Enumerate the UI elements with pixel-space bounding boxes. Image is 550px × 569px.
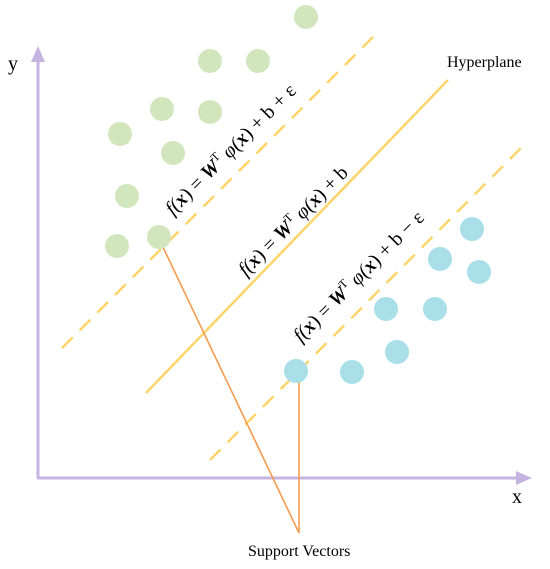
green-point: [105, 234, 129, 258]
x-axis-label: x: [512, 486, 522, 508]
green-point: [294, 5, 318, 29]
blue-point: [340, 360, 364, 384]
green-point: [198, 100, 222, 124]
equation-lower: f(x) = WT φ(x) + b − ε: [288, 205, 429, 347]
y-axis-label: y: [8, 53, 18, 75]
regression-lines: [61, 34, 523, 461]
green-point: [115, 184, 139, 208]
blue-point: [460, 217, 484, 241]
equation-center: f(x) = WT φ(x) + b: [233, 160, 353, 281]
green-points: [105, 5, 318, 258]
pointer-line-green: [161, 244, 300, 534]
blue-support-vector: [284, 359, 308, 383]
blue-point: [467, 260, 491, 284]
blue-point: [374, 297, 398, 321]
blue-point: [385, 340, 409, 364]
green-point: [198, 49, 222, 73]
equation-center-text: f(x) = WT φ(x) + b: [233, 160, 353, 280]
hyperplane-label: Hyperplane: [447, 54, 522, 71]
equation-lower-text: f(x) = WT φ(x) + b − ε: [288, 205, 429, 346]
green-point: [108, 122, 132, 146]
y-axis-arrowhead: [31, 46, 45, 62]
x-axis-arrowhead: [516, 471, 532, 485]
green-support-vector: [147, 225, 171, 249]
blue-points: [284, 217, 491, 384]
support-vector-pointers: [161, 244, 300, 534]
green-point: [246, 49, 270, 73]
support-vectors-label: Support Vectors: [248, 543, 350, 560]
green-point: [150, 97, 174, 121]
blue-point: [428, 247, 452, 271]
blue-point: [423, 297, 447, 321]
green-point: [161, 141, 185, 165]
lower-margin-line: [209, 146, 523, 461]
hyperplane-line: [145, 79, 449, 394]
axes: y x: [8, 46, 532, 508]
